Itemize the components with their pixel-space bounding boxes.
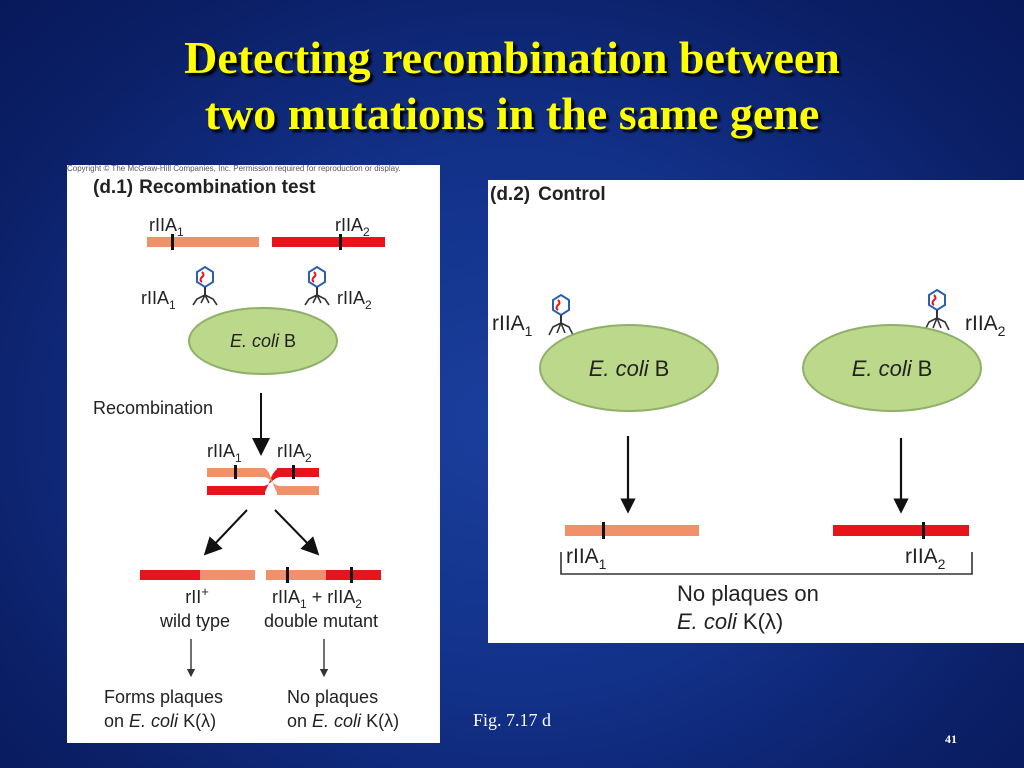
slide-title: Detecting recombination between two muta…: [0, 30, 1024, 142]
phage2-label: rIIA2: [337, 288, 372, 312]
wildtype-result-line1: Forms plaques: [104, 687, 223, 707]
control-mutant1-label: rIIA1: [566, 545, 607, 572]
crossover-label-2: rIIA2: [277, 441, 312, 465]
copyright-notice: Copyright © The McGraw-Hill Companies, I…: [67, 165, 401, 173]
phage-icon: [548, 293, 574, 336]
mutant1-label: rIIA1: [149, 215, 184, 239]
phage-icon: [304, 265, 330, 306]
phage-icon: [924, 288, 950, 331]
phage1-label: rIIA1: [141, 288, 176, 312]
panel1-heading: (d.1)Recombination test: [93, 177, 316, 198]
double-mutant-genotype: rIIA1 + rIIA2: [272, 587, 362, 611]
mutant2-label: rIIA2: [335, 215, 370, 239]
ecoli-b-cell-right: [802, 324, 982, 412]
control-result-line1: No plaques on: [677, 581, 819, 606]
control-mutant2-label: rIIA2: [905, 545, 946, 572]
recombination-test-diagram: (d.1)Recombination test rIIA1 rIIA2: [93, 177, 399, 731]
wildtype-dna-bar: [140, 570, 255, 580]
control-phage2-label: rIIA2: [965, 312, 1006, 339]
double-mutant-dna-bar: [266, 567, 381, 583]
double-mutant-result-line1: No plaques: [287, 687, 378, 707]
control-mutant2-dna-bar: [833, 522, 969, 539]
mutant1-dna-bar: [147, 234, 259, 250]
recombination-test-panel: Copyright © The McGraw-Hill Companies, I…: [67, 165, 440, 743]
title-line-1: Detecting recombination between: [184, 32, 840, 83]
ecoli-b-cell-left: [539, 324, 719, 412]
slide-number: 41: [945, 732, 957, 746]
crossover-diagram: [207, 465, 319, 495]
crossover-label-1: rIIA1: [207, 441, 242, 465]
wildtype-description: wild type: [159, 611, 230, 631]
panel2-heading: (d.2)Control: [490, 184, 606, 205]
mutant2-dna-bar: [272, 234, 385, 250]
control-phage1-label: rIIA1: [492, 312, 533, 339]
control-mutant1-dna-bar: [565, 522, 699, 539]
title-line-2: two mutations in the same gene: [204, 88, 820, 139]
phage-icon: [192, 265, 218, 306]
figure-caption: Fig. 7.17 d: [473, 710, 552, 730]
result-bracket: [560, 552, 973, 575]
branch-arrow-right: [274, 509, 320, 556]
branch-arrow-left: [203, 509, 248, 556]
double-mutant-description: double mutant: [264, 611, 378, 631]
ecoli-b-cell: [188, 307, 338, 375]
recombination-label: Recombination: [93, 398, 213, 418]
wildtype-genotype: rII+: [185, 584, 209, 607]
